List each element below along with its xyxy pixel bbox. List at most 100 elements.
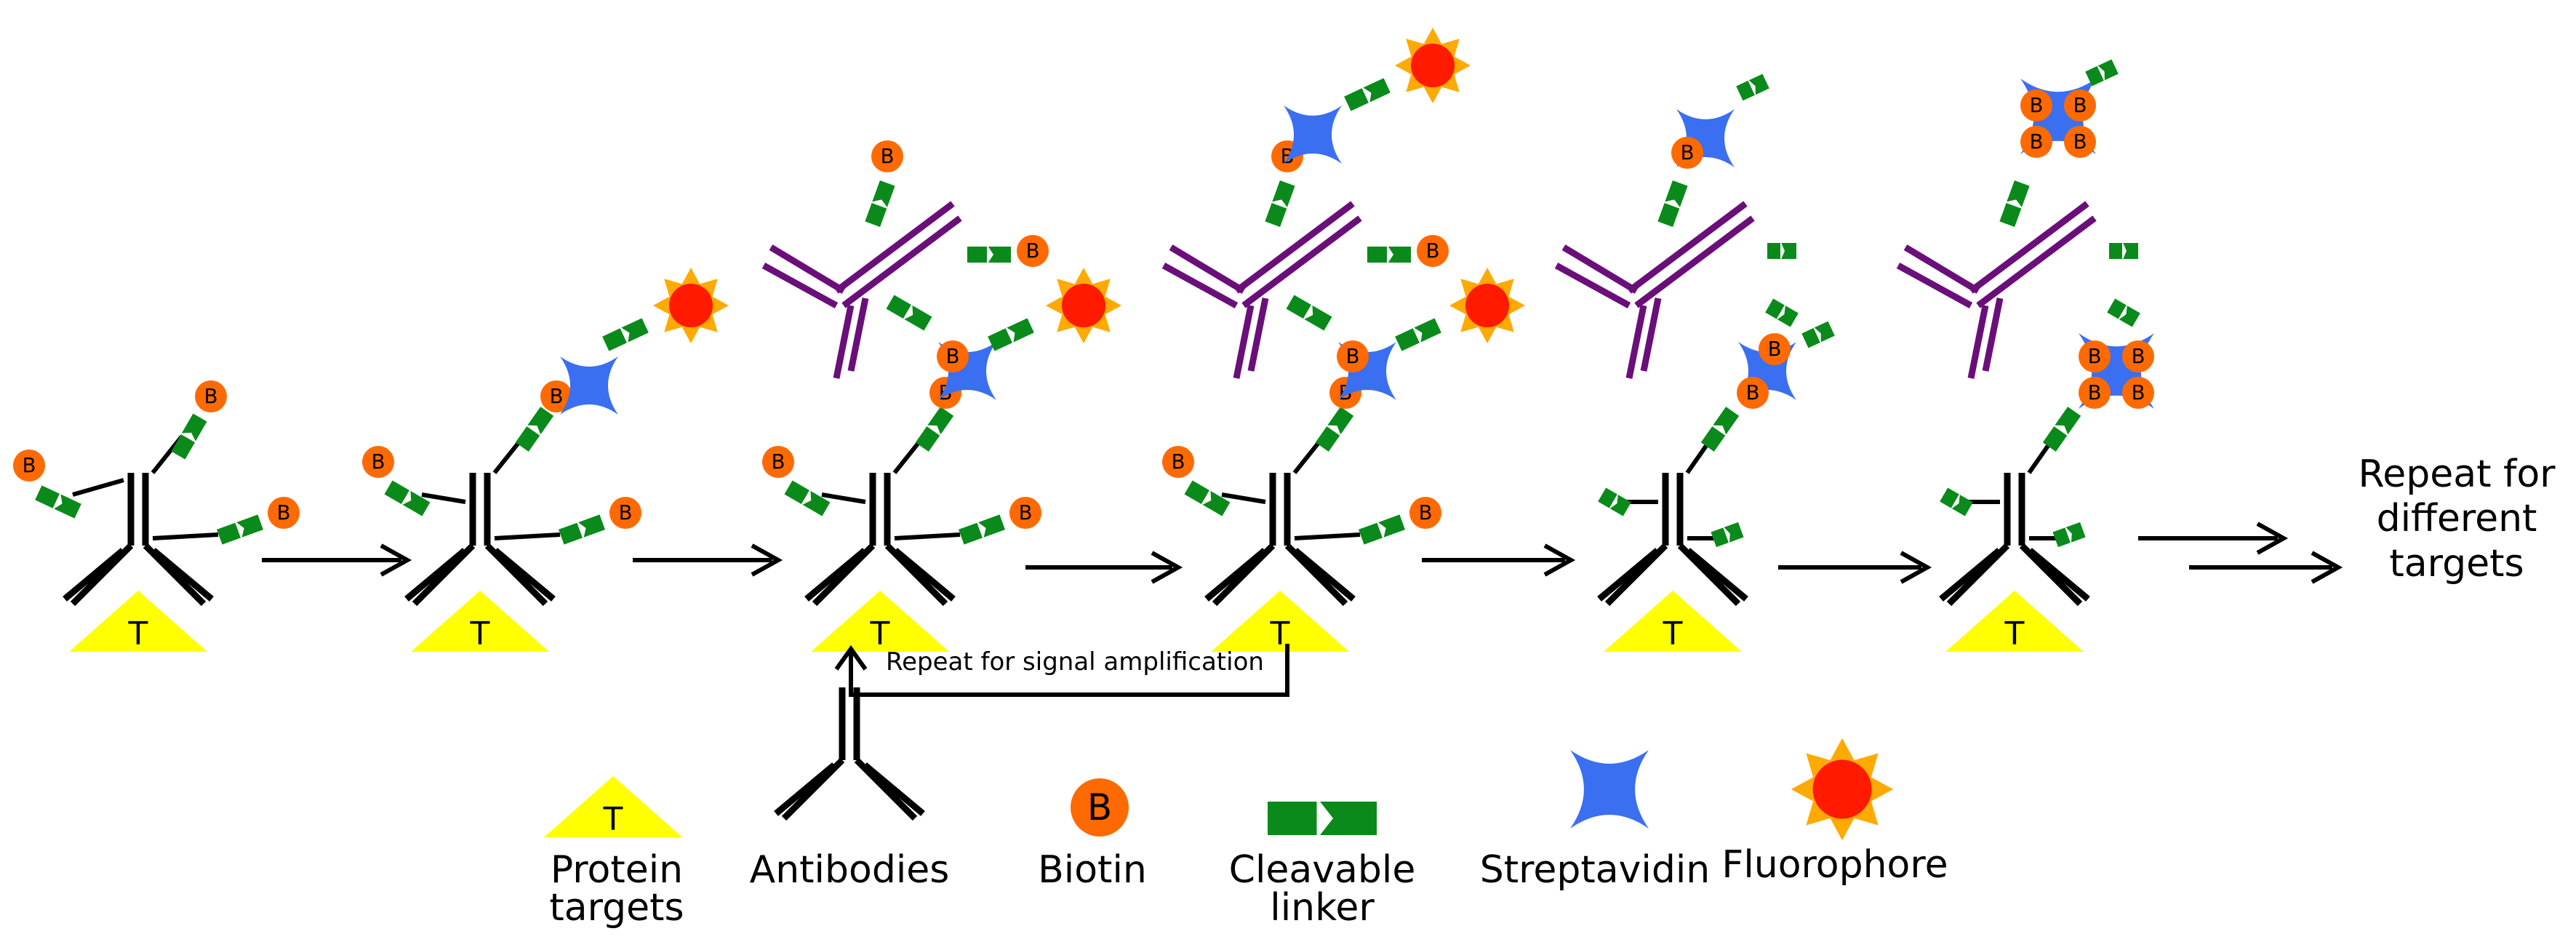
cleavable-linker-icon [2042,407,2081,452]
legend-label-fluorophore: Fluorophore [1721,843,1948,887]
biotin-icon: B [937,340,969,372]
biotin-letter: B [2073,94,2087,117]
biotin-letter: B [2088,345,2102,368]
cleavable-linker-icon [602,318,649,351]
arrow-7 [2189,551,2343,584]
cleavable-linker-icon [559,514,605,545]
biotin-letter: B [550,385,564,408]
primary-antibody [1939,473,2090,607]
biotin-icon: B [195,380,227,412]
arrow-2 [633,543,783,577]
primary-antibody [1597,473,1748,607]
fluorophore-icon [653,268,729,343]
arrow-4 [1422,543,1576,577]
cleavable-linker-icon [1657,180,1688,227]
cleavable-linker-icon [171,413,207,460]
biotin-letter: B [772,450,785,474]
biotin-letter: B [1346,345,1360,368]
legend-label-antibodies: Antibodies [749,848,950,892]
target-letter: T [870,615,890,652]
biotin-icon: B [1337,340,1369,372]
cleavable-linker-icon [915,407,954,452]
biotin-letter: B [2088,381,2102,404]
streptavidin-icon [1570,750,1649,829]
secondary-antibody [761,201,962,379]
fluorophore-icon [1395,28,1471,103]
cleavable-linker-icon [1265,180,1295,227]
cleavable-linker-icon [784,480,831,516]
target-letter: T [128,615,148,652]
biotin-icon: B [871,140,903,172]
legend-label-protein-targets: Protein targets [549,848,684,930]
biotin-letter: B [372,450,385,474]
biotin-icon: B [540,380,572,412]
biotin-icon: B [1017,235,1049,267]
cleavable-linker-icon [1286,295,1332,331]
biotin-letter: B [277,501,291,524]
protein-target-icon: T [811,591,949,652]
antibody-icon [774,687,925,821]
repeat-targets-label: Repeat for different targets [2358,452,2556,586]
cleavable-linker-icon [217,514,263,545]
biotin-letter: B [1746,381,1760,404]
cleavable-linker-icon [2107,298,2140,327]
biotin-icon: B [362,446,394,478]
biotin-letter: B [946,345,960,368]
biotin-icon: B [1671,137,1703,169]
biotin-icon: B [1162,446,1194,478]
biotin-letter: B [1419,501,1433,524]
biotin-letter: B [1768,338,1782,361]
secondary-antibody [1161,201,1362,379]
biotin-letter: B [2073,130,2087,153]
arrow-6 [2138,522,2289,555]
primary-antibody [1204,473,1356,607]
legend-label-biotin: Biotin [1038,848,1147,892]
cleavable-linker-icon [959,514,1005,545]
cleavable-linker-icon [988,318,1034,351]
cleavable-linker-icon [1767,243,1796,259]
biotin-icon: B [1417,235,1449,267]
target-letter: T [470,615,490,652]
biotin-icon: B [2079,340,2111,372]
biotin-letter: B [1026,239,1040,263]
biotin-icon: B [2020,89,2052,121]
secondary-antibody [1554,201,1755,379]
cleavable-linker-icon [1801,321,1835,348]
cleavable-linker-icon [1268,802,1377,835]
fluorophore-icon [1046,268,1121,343]
biotin-icon: B [1759,333,1791,365]
protein-target-icon: T [1604,591,1742,652]
cleavable-linker-icon [35,485,81,519]
target-letter: T [2004,615,2025,652]
cleavable-linker-icon [1711,522,1744,548]
arrow-3 [1025,551,1183,584]
biotin-icon: B [2020,126,2052,158]
primary-antibody [404,473,556,607]
biotin-icon: B [2122,377,2154,409]
cleavable-linker-icon [1999,180,2030,227]
biotin-letter: B [1681,141,1695,164]
cleavable-linker-icon [2109,243,2138,259]
cleavable-linker-icon [967,247,1011,263]
biotin-letter: B [2030,130,2044,153]
cleavable-linker-icon [1395,318,1441,351]
biotin-icon: B [1409,497,1441,529]
cleavable-linker-icon [886,295,932,331]
cleavable-linker-icon [1359,514,1405,545]
streptavidin-icon [1284,105,1342,164]
cleavable-linker-icon [1765,298,1799,327]
cleavable-linker-icon [1367,247,1411,263]
cleavable-linker-icon [515,407,554,452]
biotin-letter: B [1426,239,1440,263]
cleavable-linker-icon [865,180,895,227]
biotin-icon: B [1737,377,1769,409]
biotin-letter: B [204,385,218,408]
protein-target-icon: T [544,776,682,838]
amplification-loop-arrow [834,644,1289,697]
cleavable-linker-icon [1700,407,1740,452]
secondary-antibody [1896,201,2097,379]
biotin-letter: B [1172,450,1185,474]
biotin-letter: B [1019,501,1033,524]
target-letter: T [1663,615,1683,652]
